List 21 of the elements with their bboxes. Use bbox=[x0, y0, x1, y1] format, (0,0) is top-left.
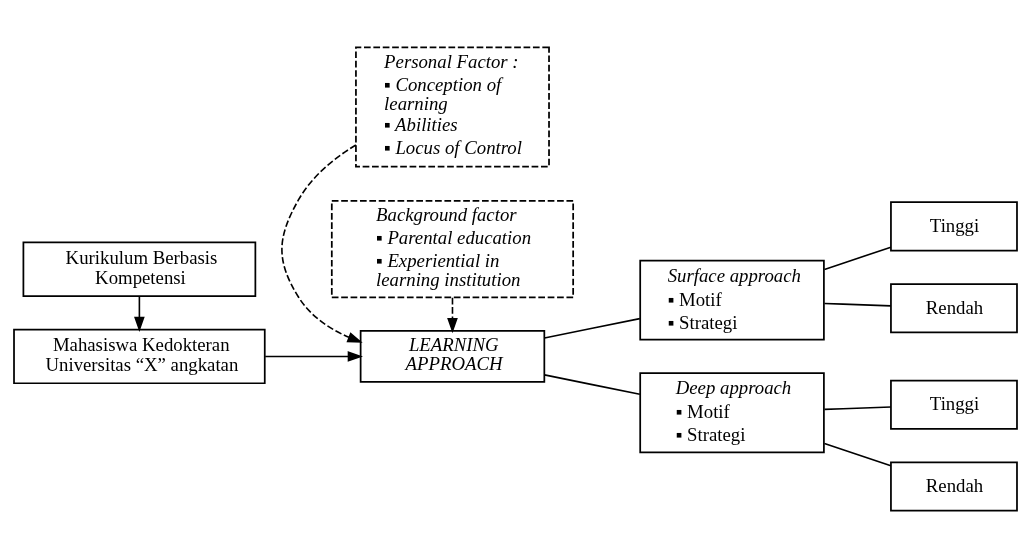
node-box: Tinggi bbox=[890, 201, 1018, 252]
node-box: Kurikulum Berbasis Kompetensi bbox=[22, 241, 257, 297]
node-box: Surface approach ▪ Motif ▪ Strategi bbox=[639, 259, 825, 341]
node-box: Rendah bbox=[890, 283, 1018, 334]
node-box: Tinggi bbox=[890, 379, 1018, 430]
connector bbox=[823, 246, 892, 271]
node-box: LEARNING APPROACH bbox=[359, 330, 546, 383]
connector bbox=[823, 406, 892, 411]
arrow bbox=[264, 351, 363, 362]
node-box: Mahasiswa Kedokteran Universitas “X” angkatan bbox=[13, 328, 266, 385]
node-box: Rendah bbox=[890, 461, 1018, 512]
connector bbox=[823, 302, 892, 307]
node-box: Personal Factor : ▪ Conception of learning ▪ Abilities ▪ Locus of Control bbox=[355, 46, 550, 168]
node-box: Background factor ▪ Parental education ▪ Experiential in learning institution bbox=[330, 200, 575, 299]
connector bbox=[543, 374, 641, 396]
arrow bbox=[281, 144, 363, 343]
arrow bbox=[447, 296, 458, 334]
arrow bbox=[134, 295, 145, 332]
connector bbox=[543, 317, 641, 339]
connector bbox=[823, 442, 892, 467]
node-box: Deep approach ▪ Motif ▪ Strategi bbox=[639, 372, 825, 454]
